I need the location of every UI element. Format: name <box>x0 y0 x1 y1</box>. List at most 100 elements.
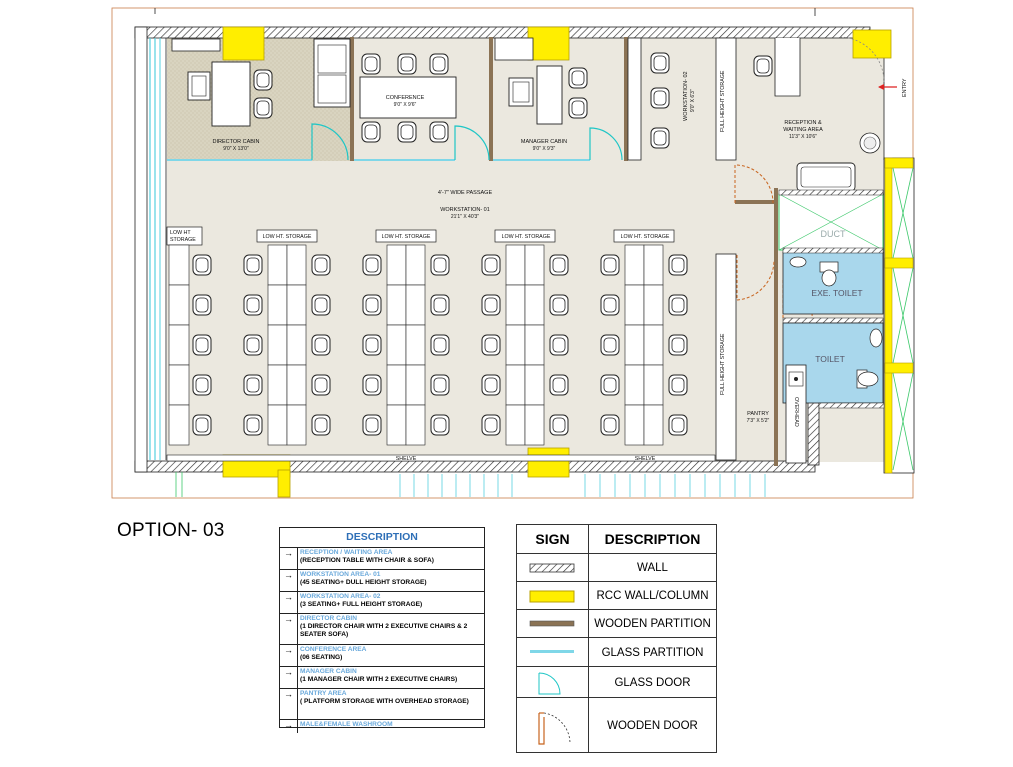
pantry-label: PANTRY <box>747 411 769 417</box>
arrow-icon: → <box>280 645 298 666</box>
desk <box>286 244 307 286</box>
desk <box>524 364 545 406</box>
conference-table <box>359 76 457 119</box>
svg-text:OVERHEAD: OVERHEAD <box>793 397 799 427</box>
desk <box>386 404 407 446</box>
desk <box>524 324 545 366</box>
desk <box>405 324 426 366</box>
chair <box>430 294 450 316</box>
entry-label: ENTRY <box>902 78 908 97</box>
svg-text:LOW HT. STORAGE: LOW HT. STORAGE <box>263 234 312 240</box>
wooden-partition-icon <box>517 610 589 638</box>
manager-desk <box>536 65 563 125</box>
desk <box>524 244 545 286</box>
chair <box>481 374 501 396</box>
desk <box>505 284 526 326</box>
glass-partition-icon <box>517 638 589 667</box>
desk <box>624 244 645 286</box>
chair <box>311 414 331 436</box>
chair <box>192 294 212 316</box>
desk <box>524 284 545 326</box>
chair <box>253 69 273 91</box>
desk <box>168 244 190 286</box>
svg-text:WAITING AREA: WAITING AREA <box>783 127 823 133</box>
workstation-01-desks <box>166 226 688 446</box>
desk <box>386 364 407 406</box>
chair <box>243 294 263 316</box>
chair <box>362 254 382 276</box>
svg-text:STORAGE: STORAGE <box>170 237 196 243</box>
svg-text:9'0" X 9'3": 9'0" X 9'3" <box>533 146 556 152</box>
low-ht-storage <box>494 229 556 243</box>
chair <box>362 374 382 396</box>
desk <box>286 404 307 446</box>
desk <box>405 284 426 326</box>
chair <box>253 97 273 119</box>
description-item: →DIRECTOR CABIN(1 DIRECTOR CHAIR WITH 2 … <box>280 614 484 645</box>
chair <box>430 414 450 436</box>
legend-sign-header: SIGN <box>517 525 589 553</box>
legend-label: WOODEN DOOR <box>607 719 698 732</box>
arrow-icon: → <box>280 689 298 719</box>
arrow-icon: → <box>280 667 298 688</box>
pantry-platform <box>785 364 807 464</box>
legend-label: GLASS DOOR <box>614 676 691 689</box>
chair <box>481 334 501 356</box>
desk <box>386 284 407 326</box>
legend-row: WOODEN DOOR <box>517 697 716 753</box>
desk <box>405 244 426 286</box>
chair <box>600 334 620 356</box>
svg-text:SHELVE: SHELVE <box>396 456 417 462</box>
svg-text:9'0" X 13'0": 9'0" X 13'0" <box>223 146 249 152</box>
chair <box>243 254 263 276</box>
arrow-icon: → <box>280 548 298 569</box>
arrow-icon: → <box>280 614 298 644</box>
description-header: DESCRIPTION <box>280 528 484 548</box>
option-title: OPTION- 03 <box>117 520 225 541</box>
chair <box>311 294 331 316</box>
duct-label: DUCT <box>821 229 846 239</box>
desk <box>643 324 664 366</box>
description-item-title: MANAGER CABIN <box>300 668 357 675</box>
desk <box>505 324 526 366</box>
svg-text:21'1" X 40'3": 21'1" X 40'3" <box>451 214 479 220</box>
wooden-partition <box>774 188 778 466</box>
description-item: →WORKSTATION AREA- 02(3 SEATING+ FULL HE… <box>280 592 484 614</box>
chair <box>600 254 620 276</box>
chair <box>311 334 331 356</box>
desk <box>405 364 426 406</box>
desk <box>643 404 664 446</box>
chair <box>481 414 501 436</box>
desk <box>624 324 645 366</box>
description-item-title: CONFERENCE AREA <box>300 646 367 653</box>
chair <box>600 374 620 396</box>
desk <box>267 324 288 366</box>
wall-hatch-icon <box>517 554 589 582</box>
desk <box>505 404 526 446</box>
desk <box>505 244 526 286</box>
svg-text:7'3" X 5'2": 7'3" X 5'2" <box>747 418 770 424</box>
chair <box>430 254 450 276</box>
desk <box>624 364 645 406</box>
description-item-detail: (06 SEATING) <box>300 654 343 661</box>
manager-cabin-label: MANAGER CABIN <box>521 139 567 145</box>
chair <box>668 334 688 356</box>
desk <box>267 244 288 286</box>
description-item: →WORKSTATION AREA- 01(45 SEATING+ DULL H… <box>280 570 484 592</box>
arrow-icon: → <box>280 592 298 613</box>
desk <box>386 324 407 366</box>
desk <box>643 244 664 286</box>
chair <box>481 254 501 276</box>
wooden-partition <box>624 37 628 161</box>
description-item-title: DIRECTOR CABIN <box>300 615 358 622</box>
low-ht-storage <box>256 229 318 243</box>
desk <box>267 284 288 326</box>
legend-label: GLASS PARTITION <box>601 646 704 659</box>
chair <box>668 414 688 436</box>
desk <box>624 404 645 446</box>
legend-row: GLASS DOOR <box>517 666 716 698</box>
chair <box>192 414 212 436</box>
svg-text:9'0" X 6'3": 9'0" X 6'3" <box>690 89 696 112</box>
